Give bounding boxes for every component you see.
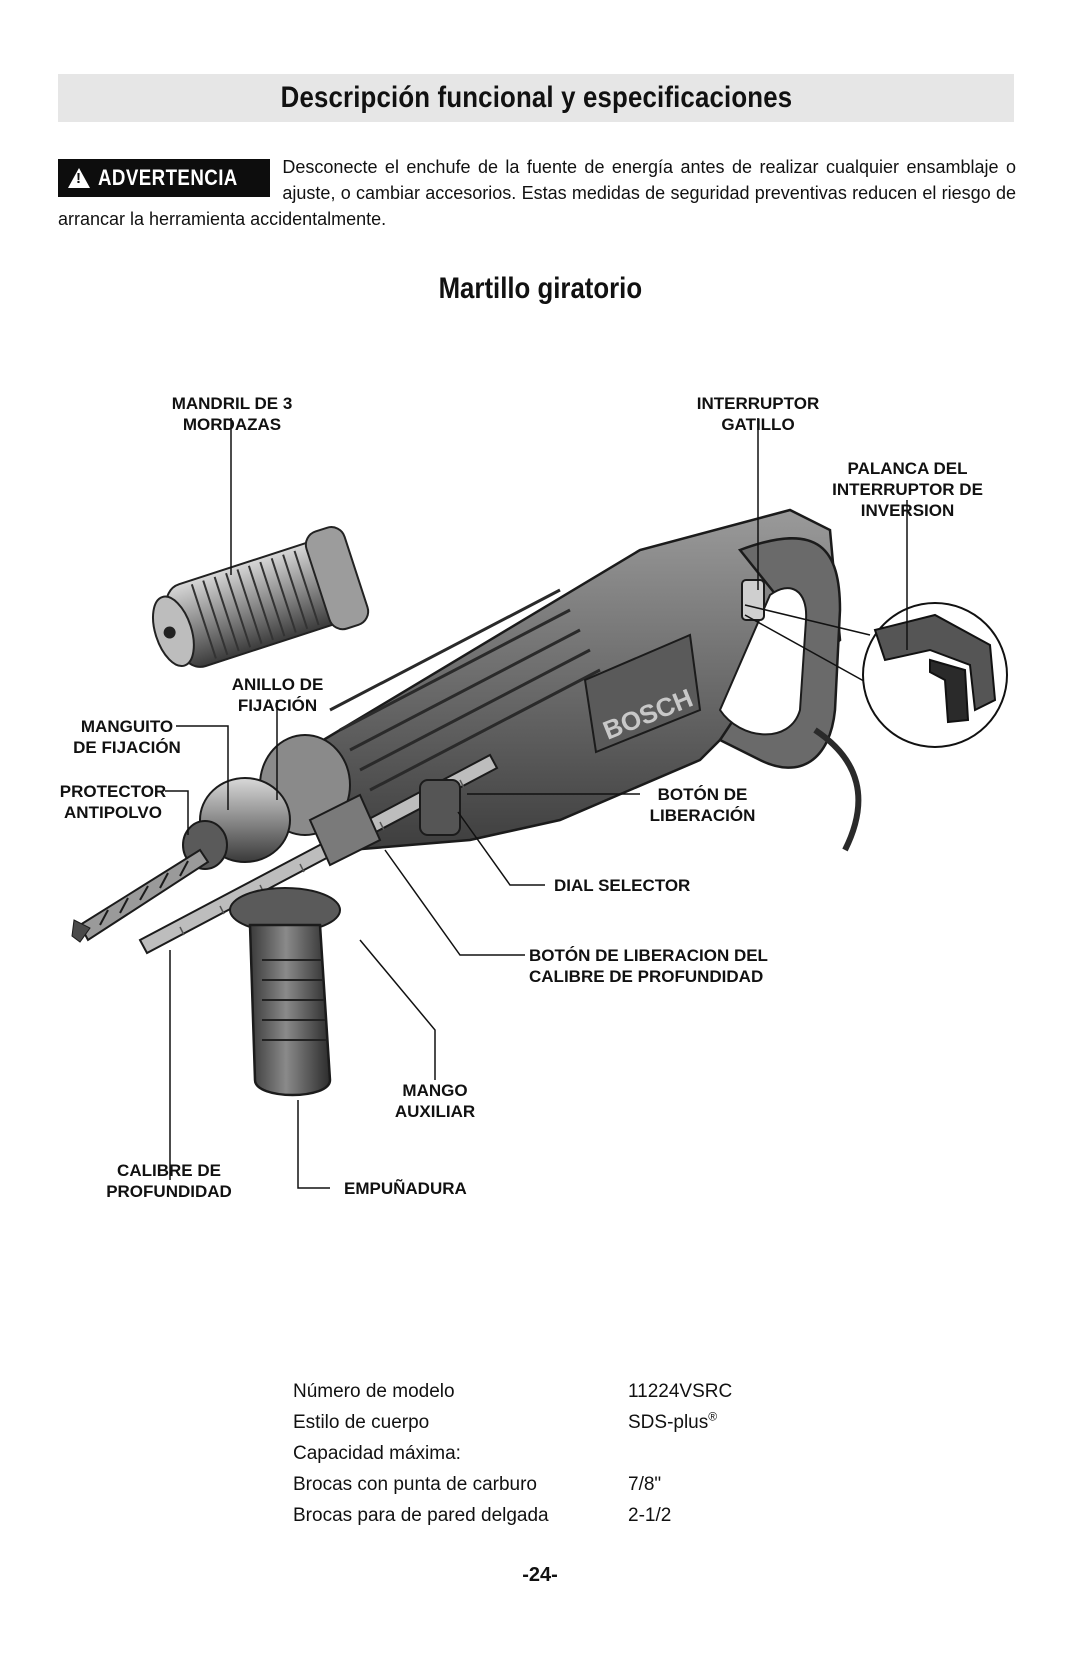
section-header: Descripción funcional y especificaciones bbox=[58, 74, 1014, 122]
specifications-table: Número de modelo 11224VSRC Estilo de cue… bbox=[293, 1376, 732, 1531]
page-number: -24- bbox=[522, 1564, 558, 1586]
spec-row: Capacidad máxima: bbox=[293, 1438, 732, 1469]
spec-name: Estilo de cuerpo bbox=[293, 1412, 430, 1433]
warning-text: Desconecte el enchufe de la fuente de en… bbox=[58, 157, 1016, 229]
label-grip: EMPUÑADURA bbox=[344, 1179, 467, 1198]
spec-value: 2-1/2 bbox=[628, 1505, 672, 1526]
rotary-hammer-illustration: BOSCH bbox=[71, 418, 1008, 1189]
spec-name: Número de modelo bbox=[293, 1381, 455, 1402]
chuck-part bbox=[152, 526, 370, 668]
spec-row: Estilo de cuerpo SDS-plus® bbox=[293, 1407, 732, 1438]
section-title: Descripción funcional y especificaciones bbox=[280, 81, 792, 114]
reversing-lever-detail bbox=[744, 602, 1008, 748]
label-selector-dial: DIAL SELECTOR bbox=[554, 876, 691, 895]
spec-name: Capacidad máxima: bbox=[293, 1443, 461, 1464]
warning-badge: ADVERTENCIA bbox=[58, 159, 271, 197]
tool-body: BOSCH bbox=[71, 508, 862, 1097]
spec-value: 11224VSRC bbox=[628, 1381, 733, 1402]
tool-diagram: BOSCH bbox=[0, 380, 1080, 1260]
spec-row: Brocas para de pared delgada 2-1/2 bbox=[293, 1500, 732, 1531]
product-title-text: Martillo giratorio bbox=[438, 272, 642, 305]
aux-handle bbox=[229, 887, 341, 1097]
warning-badge-label: ADVERTENCIA bbox=[98, 165, 238, 190]
spec-name: Brocas para de pared delgada bbox=[293, 1505, 549, 1526]
spec-value: 7/8" bbox=[628, 1474, 662, 1495]
product-title: Martillo giratorio bbox=[0, 272, 1080, 306]
drill-bit bbox=[71, 848, 210, 943]
warning-block: ADVERTENCIA Desconecte el enchufe de la … bbox=[58, 154, 1016, 232]
spec-value: SDS-plus® bbox=[628, 1409, 718, 1433]
registered-mark: ® bbox=[708, 1409, 718, 1424]
warning-triangle-icon bbox=[68, 168, 90, 188]
spec-name: Brocas con punta de carburo bbox=[293, 1474, 537, 1495]
spec-row: Número de modelo 11224VSRC bbox=[293, 1376, 732, 1407]
depth-gauge-rod bbox=[138, 753, 499, 955]
spec-row: Brocas con punta de carburo 7/8" bbox=[293, 1469, 732, 1500]
leader-lines bbox=[165, 418, 908, 1189]
